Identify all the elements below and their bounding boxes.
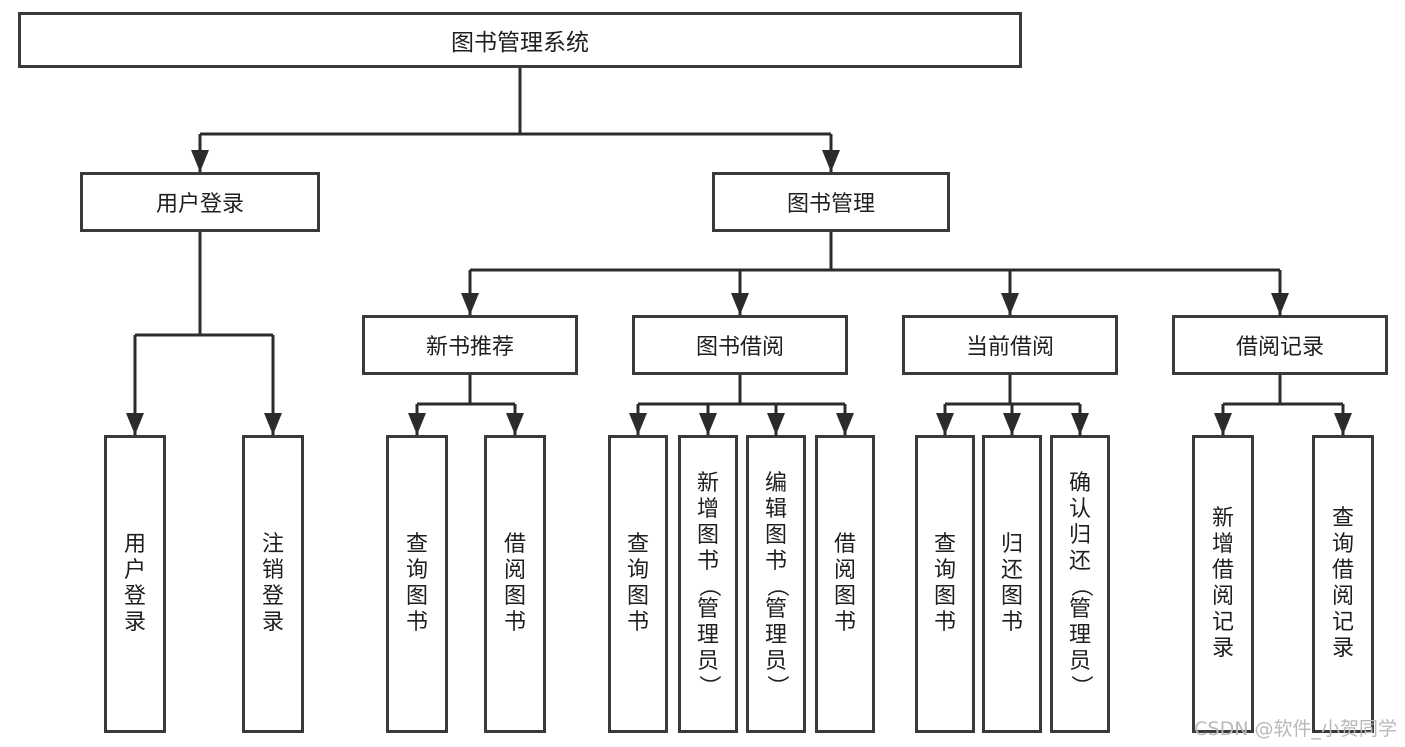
node-box-leaf-user-login[interactable] [104,435,166,733]
node-box-leaf-query-record[interactable] [1312,435,1374,733]
edge-group-book-borrow [629,375,854,435]
edge-group-user-login [126,232,282,435]
node-box-root[interactable] [18,12,1022,68]
node-box-leaf-return-book[interactable] [982,435,1042,733]
edges-layer [126,68,1352,435]
node-box-leaf-add-book[interactable] [678,435,738,733]
edge-group-root [191,68,840,172]
edge-group-borrow-record [1214,375,1352,435]
node-box-user-login[interactable] [80,172,320,232]
node-box-borrow-record[interactable] [1172,315,1388,375]
node-box-leaf-add-record[interactable] [1192,435,1254,733]
edge-group-book-manage [461,232,1289,315]
node-box-leaf-confirm-return[interactable] [1050,435,1110,733]
node-box-current-borrow[interactable] [902,315,1118,375]
node-box-leaf-query-book-1[interactable] [386,435,448,733]
node-box-leaf-query-book-2[interactable] [608,435,668,733]
node-box-new-book-recommend[interactable] [362,315,578,375]
boxes-layer [18,12,1388,733]
node-box-leaf-logout[interactable] [242,435,304,733]
node-box-leaf-borrow-book-2[interactable] [815,435,875,733]
node-box-leaf-borrow-book-1[interactable] [484,435,546,733]
edge-group-new-book-recommend [408,375,524,435]
node-box-book-manage[interactable] [712,172,950,232]
node-box-leaf-edit-book[interactable] [746,435,806,733]
node-box-book-borrow[interactable] [632,315,848,375]
edge-group-current-borrow [936,375,1089,435]
node-box-leaf-query-book-3[interactable] [915,435,975,733]
